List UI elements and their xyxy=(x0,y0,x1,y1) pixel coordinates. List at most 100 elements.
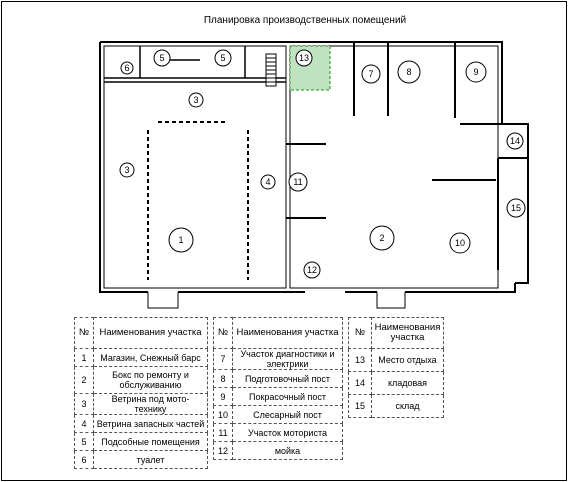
svg-text:6: 6 xyxy=(124,63,129,73)
room-marker-3a: 3 xyxy=(188,92,204,108)
row-num: 5 xyxy=(74,432,94,451)
room-marker-9: 9 xyxy=(465,61,487,83)
svg-text:11: 11 xyxy=(293,177,302,187)
row-num: 11 xyxy=(213,423,233,442)
row-num: 7 xyxy=(213,348,233,370)
room-marker-6: 6 xyxy=(120,61,134,75)
room-markers: 1 2 3 3 4 5 5 6 7 8 9 10 11 12 13 14 15 xyxy=(119,49,526,279)
outer-walls xyxy=(99,41,529,293)
row-num: 14 xyxy=(348,371,372,395)
row-name: Магазин, Снежный барс xyxy=(93,348,208,367)
partitions xyxy=(286,42,528,270)
row-name: Участок диагностики и электрики xyxy=(232,348,343,370)
header-name: Наименования участка xyxy=(232,317,343,349)
row-name: Слесарный пост xyxy=(232,405,343,424)
svg-text:12: 12 xyxy=(307,265,317,275)
header-name: Наименования участка xyxy=(371,317,444,349)
row-num: 13 xyxy=(348,348,372,372)
row-num: 6 xyxy=(74,450,94,469)
room-marker-13: 13 xyxy=(295,49,313,67)
svg-text:8: 8 xyxy=(406,67,411,77)
svg-text:15: 15 xyxy=(511,203,521,213)
row-name: Подготовочный пост xyxy=(232,369,343,388)
row-num: 15 xyxy=(348,394,372,418)
svg-text:1: 1 xyxy=(178,235,183,245)
header-num: № xyxy=(213,317,233,349)
row-name: Покрасочный пост xyxy=(232,387,343,406)
room-marker-15: 15 xyxy=(506,198,526,218)
row-num: 10 xyxy=(213,405,233,424)
svg-text:10: 10 xyxy=(455,238,465,248)
svg-text:3: 3 xyxy=(193,95,198,105)
row-name: туалет xyxy=(93,450,208,469)
header-name: Наименования участка xyxy=(93,317,208,349)
row-num: 3 xyxy=(74,393,94,415)
room-marker-2: 2 xyxy=(369,225,395,251)
room-marker-5b: 5 xyxy=(214,49,232,67)
row-name: Участок моториста xyxy=(232,423,343,442)
room-marker-14: 14 xyxy=(506,132,524,150)
svg-text:5: 5 xyxy=(159,53,164,63)
row-name: Ветрина под мото-технику xyxy=(93,393,208,415)
row-name: мойка xyxy=(232,441,343,460)
entrance-doors xyxy=(147,292,406,309)
svg-text:4: 4 xyxy=(265,177,270,187)
row-name: Ветрина запасных частей xyxy=(93,414,208,433)
row-num: 9 xyxy=(213,387,233,406)
stairs xyxy=(265,53,277,87)
row-num: 4 xyxy=(74,414,94,433)
room-marker-3b: 3 xyxy=(119,162,135,178)
header-num: № xyxy=(348,317,372,349)
row-name: кладовая xyxy=(371,371,444,395)
room-marker-5a: 5 xyxy=(153,49,171,67)
header-num: № xyxy=(74,317,94,349)
svg-text:13: 13 xyxy=(299,53,309,63)
legend-header: № Наименования участка xyxy=(74,317,208,349)
svg-text:3: 3 xyxy=(124,165,129,175)
row-name: Бокс по ремонту и обслуживанию xyxy=(93,366,208,394)
showcase-lines xyxy=(147,121,249,280)
row-num: 12 xyxy=(213,441,233,460)
svg-text:2: 2 xyxy=(379,233,384,243)
plan-title: Планировка производственных помещений xyxy=(204,15,406,26)
room-marker-11: 11 xyxy=(288,172,308,192)
legend-header: № Наименования участка xyxy=(213,317,343,349)
row-name: Подсобные помещения xyxy=(93,432,208,451)
svg-text:5: 5 xyxy=(220,53,225,63)
row-name: склад xyxy=(371,394,444,418)
room-marker-10: 10 xyxy=(449,232,471,254)
row-num: 2 xyxy=(74,366,94,394)
room-marker-1: 1 xyxy=(168,227,194,253)
row-name: Место отдыха xyxy=(371,348,444,372)
legend-header: № Наименования участка xyxy=(348,317,444,349)
svg-text:9: 9 xyxy=(473,67,478,77)
room-marker-4: 4 xyxy=(260,174,276,190)
svg-text:14: 14 xyxy=(510,136,520,146)
room-marker-8: 8 xyxy=(397,60,421,84)
row-num: 8 xyxy=(213,369,233,388)
room-marker-7: 7 xyxy=(361,64,381,84)
svg-text:7: 7 xyxy=(368,69,373,79)
row-num: 1 xyxy=(74,348,94,367)
room-marker-12: 12 xyxy=(303,261,321,279)
